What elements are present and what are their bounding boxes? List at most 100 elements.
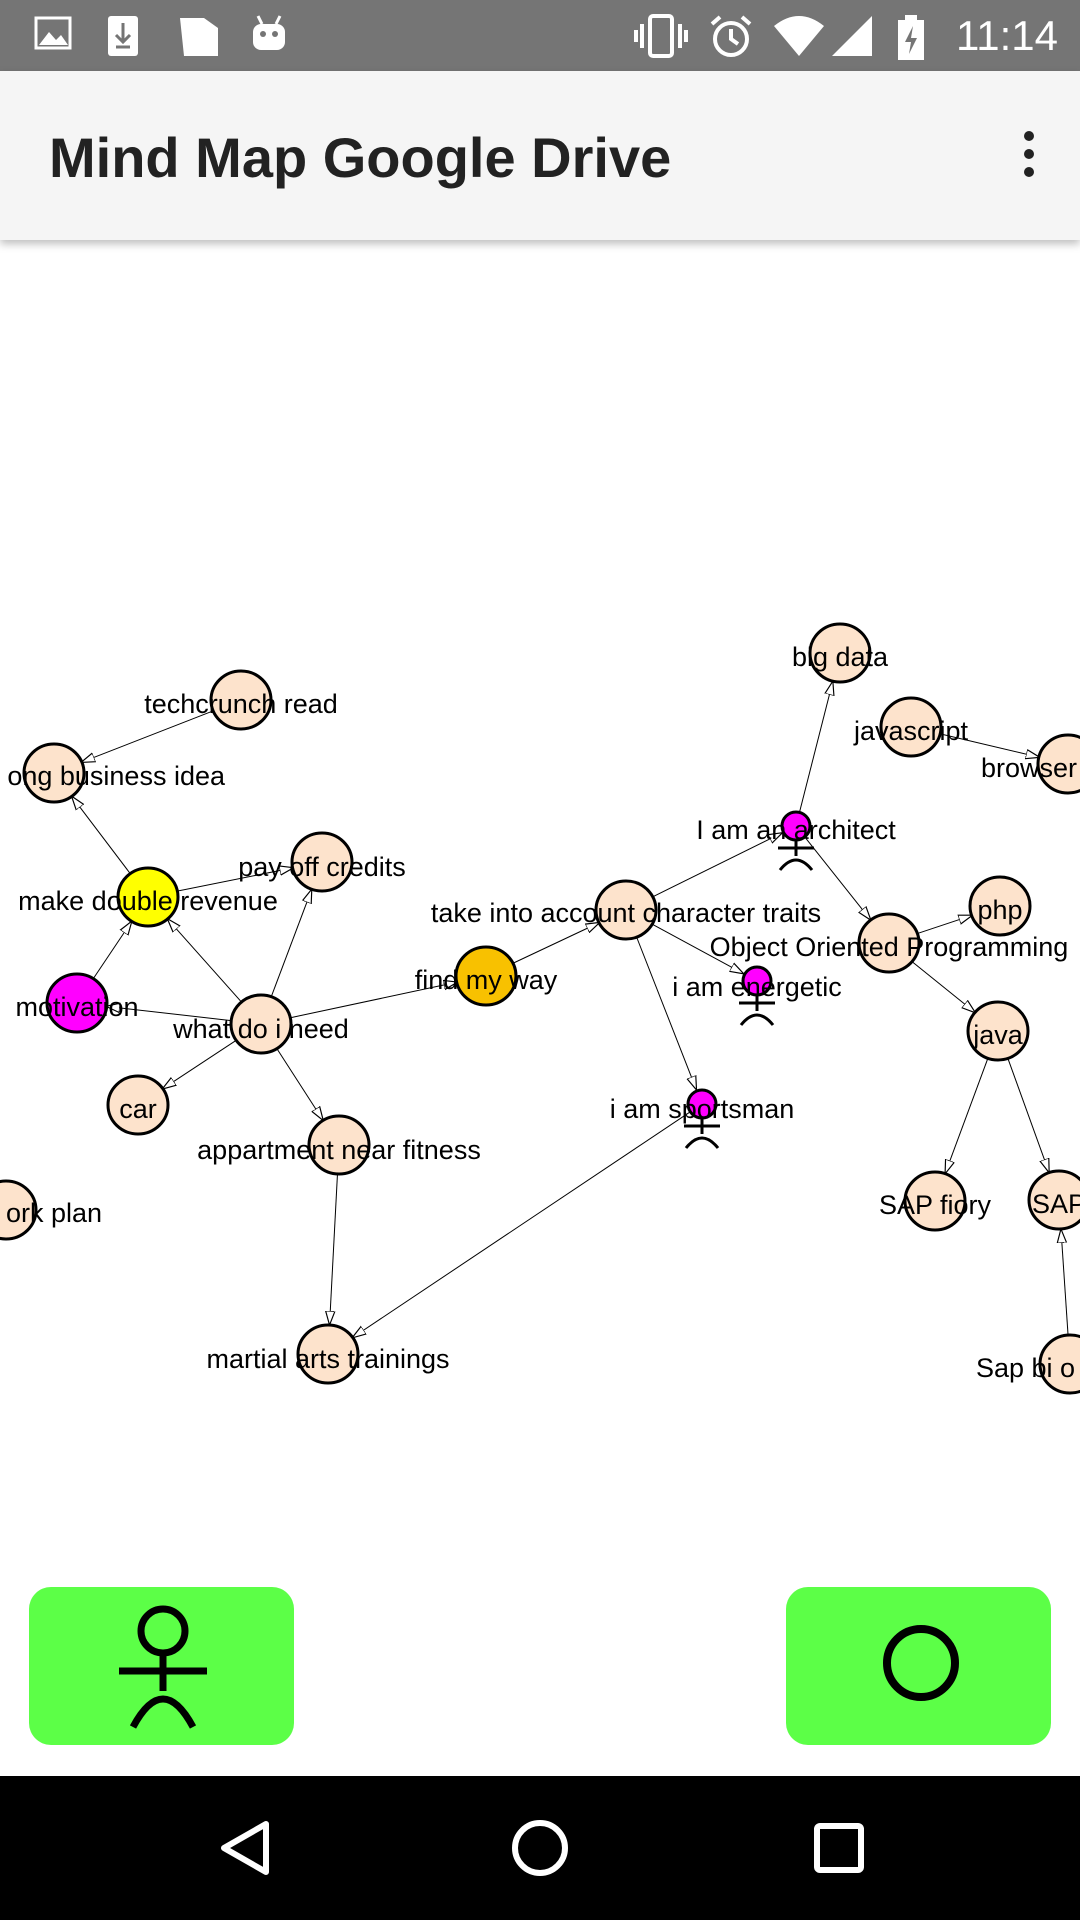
node-label: i am energetic bbox=[672, 972, 842, 1002]
node-oop[interactable] bbox=[857, 912, 921, 974]
edge-need-car bbox=[162, 1039, 238, 1089]
edge-javascript-browser bbox=[939, 733, 1040, 758]
edge-sapbi-sap bbox=[1061, 1229, 1069, 1336]
recents-icon[interactable] bbox=[805, 1776, 875, 1920]
node-energetic[interactable] bbox=[739, 965, 775, 1026]
app-title: Mind Map Google Drive bbox=[49, 126, 672, 189]
node-label: pay off credits bbox=[238, 852, 406, 882]
node-label: techcrunch read bbox=[144, 689, 338, 719]
node-label: SAP fiory bbox=[879, 1190, 992, 1220]
node-fiory[interactable] bbox=[903, 1170, 967, 1232]
node-php[interactable] bbox=[968, 875, 1032, 937]
node-credits[interactable] bbox=[290, 831, 354, 893]
edge-need-way bbox=[289, 982, 457, 1019]
node-label: find my way bbox=[415, 965, 558, 995]
node-label: javascript bbox=[853, 716, 969, 746]
edge-need-revenue bbox=[167, 919, 243, 1003]
node-revenue[interactable] bbox=[116, 866, 180, 928]
edge-traits-architect bbox=[651, 833, 783, 898]
node-sap[interactable] bbox=[1027, 1169, 1080, 1231]
node-sapbi[interactable] bbox=[1038, 1333, 1080, 1395]
node-motivation[interactable] bbox=[45, 972, 109, 1034]
node-label: browser bbox=[981, 753, 1077, 783]
node-need[interactable] bbox=[229, 993, 293, 1055]
node-martial[interactable] bbox=[296, 1323, 360, 1385]
app-bar: Mind Map Google Drive bbox=[0, 71, 1080, 240]
clock: 11:14 bbox=[956, 12, 1058, 59]
node-circle bbox=[968, 875, 1032, 937]
node-label: Object Oriented Programming bbox=[710, 932, 1069, 962]
node-java[interactable] bbox=[966, 1000, 1030, 1062]
node-circle bbox=[106, 1074, 170, 1136]
image-icon bbox=[34, 16, 72, 50]
node-circle bbox=[45, 972, 109, 1034]
node-way[interactable] bbox=[454, 945, 518, 1007]
node-circle bbox=[296, 1323, 360, 1385]
node-label: car bbox=[119, 1094, 157, 1124]
signal-icon bbox=[832, 16, 872, 56]
edge-need-motivation bbox=[106, 1006, 233, 1022]
node-label: ork plan bbox=[6, 1198, 102, 1228]
node-circle bbox=[454, 945, 518, 1007]
circle-icon bbox=[883, 1625, 959, 1701]
edge-java-sap bbox=[1007, 1058, 1049, 1172]
mind-map-canvas[interactable]: big data javascript browser I am an archite… bbox=[0, 240, 1080, 1580]
android-icon bbox=[253, 15, 285, 50]
stick-figure-icon bbox=[684, 1118, 720, 1149]
wifi-icon bbox=[774, 16, 824, 56]
node-label: make double revenue bbox=[18, 886, 278, 916]
node-circle bbox=[290, 831, 354, 893]
node-circle bbox=[116, 866, 180, 928]
battery-charging-icon bbox=[898, 15, 924, 60]
home-icon[interactable] bbox=[505, 1776, 575, 1920]
node-circle bbox=[1036, 733, 1080, 795]
node-browser[interactable] bbox=[1036, 733, 1080, 795]
stick-figure-icon bbox=[739, 995, 775, 1026]
node-sportsman[interactable] bbox=[684, 1088, 720, 1149]
edge-motivation-revenue bbox=[92, 921, 132, 980]
edge-traits-sportsman bbox=[636, 936, 697, 1090]
node-appartment[interactable] bbox=[307, 1114, 371, 1176]
node-circle bbox=[22, 742, 86, 804]
alarm-icon bbox=[710, 15, 752, 57]
edge-appartment-martial bbox=[330, 1173, 338, 1325]
node-label: SAP bbox=[1032, 1189, 1080, 1219]
edge-java-fiory bbox=[945, 1058, 989, 1174]
node-circle bbox=[594, 879, 658, 941]
stick-figure-icon bbox=[119, 1605, 207, 1729]
node-label: martial arts trainings bbox=[206, 1344, 449, 1374]
more-vert-icon[interactable] bbox=[1014, 131, 1044, 187]
node-bigdata[interactable] bbox=[808, 622, 872, 684]
add-node-button[interactable] bbox=[786, 1587, 1051, 1745]
edge-traits-energetic bbox=[651, 923, 743, 974]
edge-architect-bigdata bbox=[799, 681, 833, 812]
download-icon bbox=[108, 16, 138, 56]
node-label: java bbox=[972, 1020, 1024, 1050]
node-traits[interactable] bbox=[594, 879, 658, 941]
node-car[interactable] bbox=[106, 1074, 170, 1136]
node-label: what do i need bbox=[172, 1014, 349, 1044]
node-label: big data bbox=[792, 642, 889, 672]
node-circle bbox=[1027, 1169, 1080, 1231]
edge-way-traits bbox=[512, 922, 600, 965]
edge-oop-php bbox=[916, 915, 973, 935]
node-circle bbox=[0, 1179, 38, 1241]
edge-architect-oop bbox=[804, 837, 871, 921]
back-icon[interactable] bbox=[210, 1776, 280, 1920]
navigation-bar bbox=[0, 1776, 1080, 1920]
node-circle bbox=[808, 622, 872, 684]
edge-need-credits bbox=[270, 889, 312, 998]
edge-need-appartment bbox=[276, 1048, 324, 1120]
node-circle bbox=[879, 696, 943, 758]
node-circle bbox=[966, 1000, 1030, 1062]
node-techcrunch[interactable] bbox=[209, 669, 273, 731]
node-label: I am an architect bbox=[696, 815, 896, 845]
node-label: motivation bbox=[15, 992, 138, 1022]
node-javascript[interactable] bbox=[879, 696, 943, 758]
node-workplan[interactable] bbox=[0, 1179, 38, 1241]
files-icon bbox=[180, 18, 218, 56]
node-label: i am sportsman bbox=[610, 1094, 795, 1124]
node-architect[interactable] bbox=[778, 810, 814, 871]
node-business[interactable] bbox=[22, 742, 86, 804]
add-actor-button[interactable] bbox=[29, 1587, 294, 1745]
